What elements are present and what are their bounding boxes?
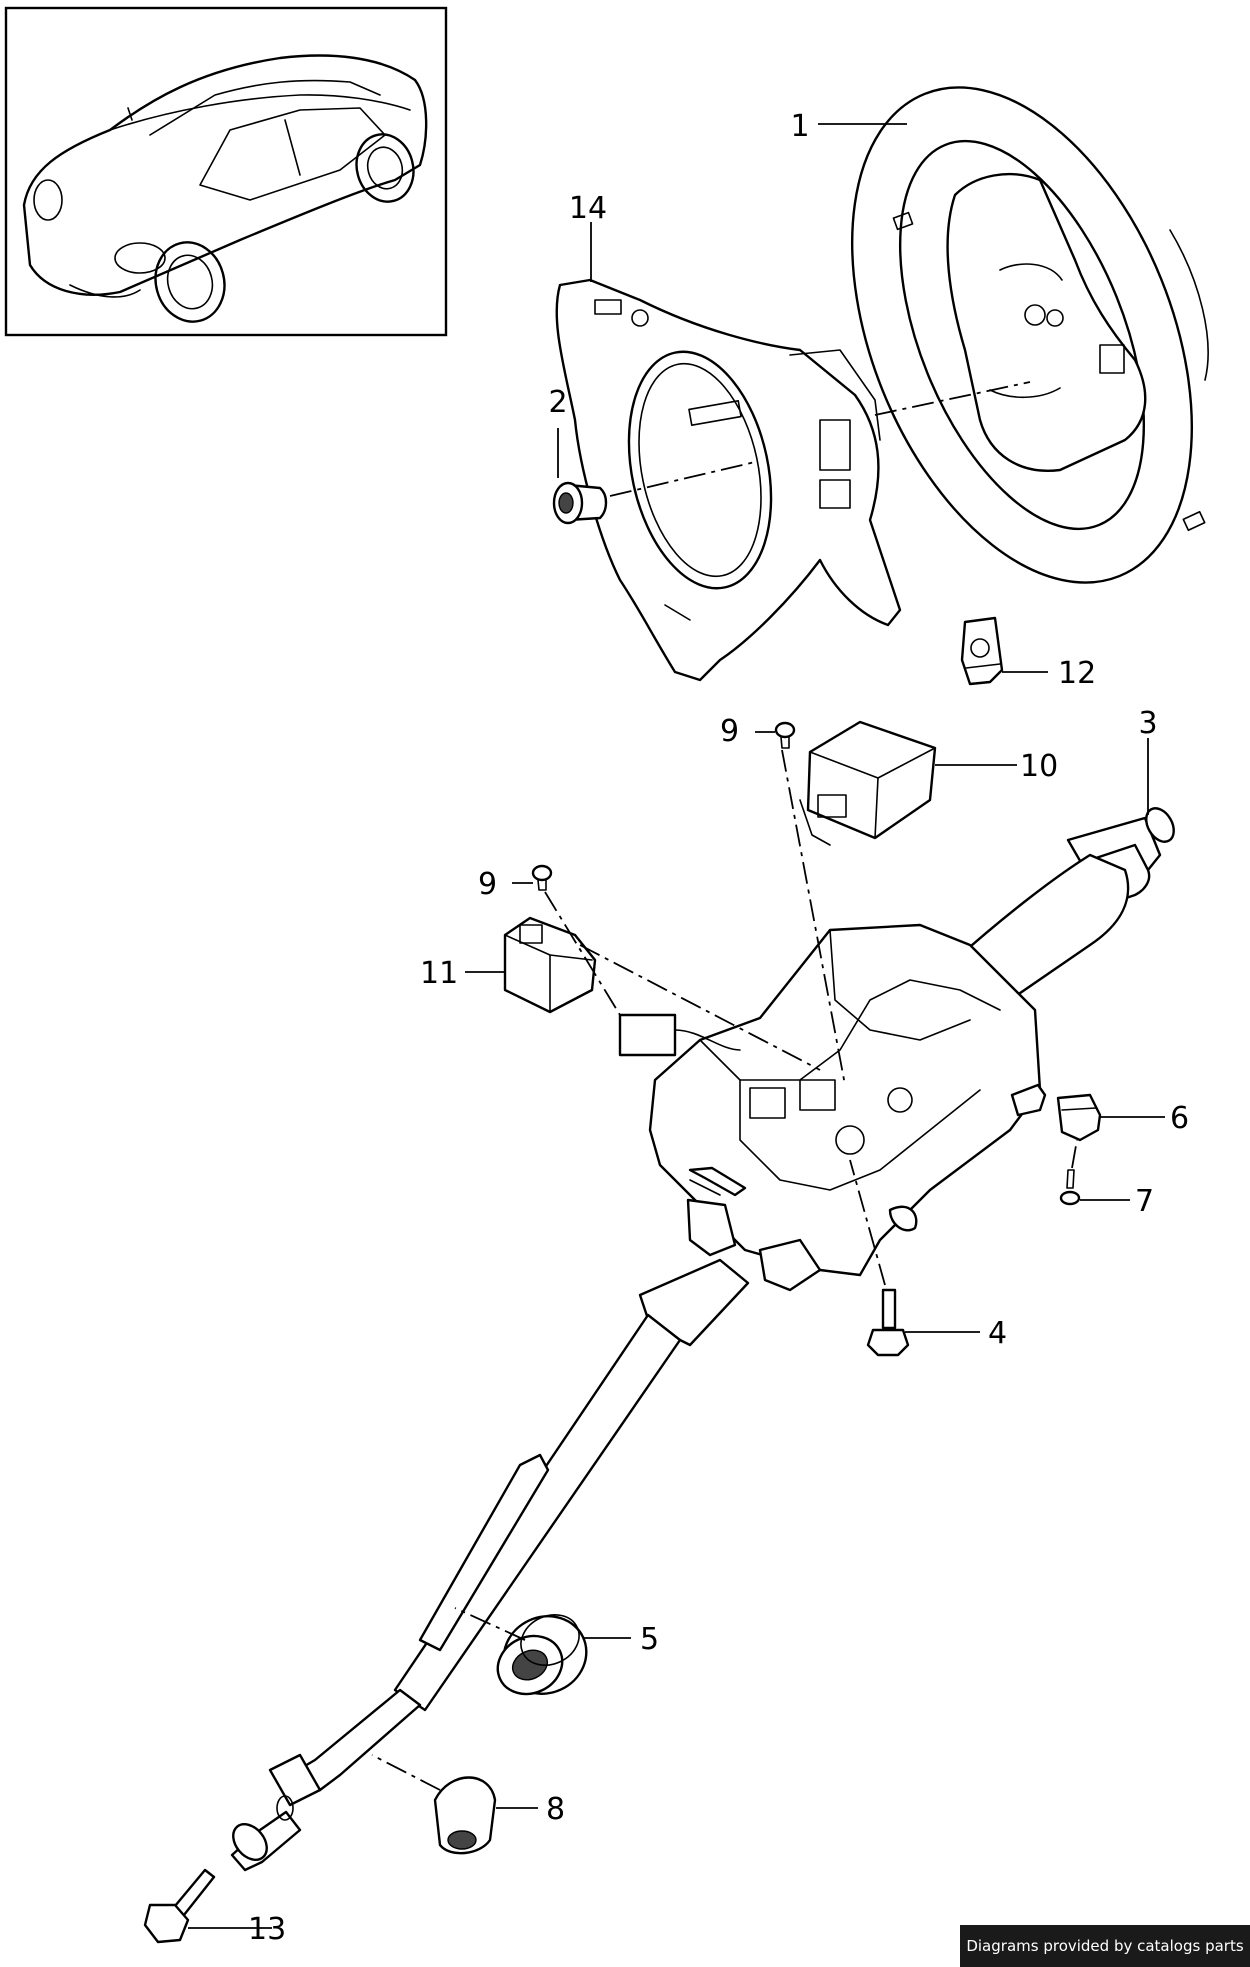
callout-4: 4 [988,1316,1007,1351]
module-part-11 [503,916,597,1014]
bolt-part-13 [143,1868,216,1944]
vehicle-thumbnail [4,6,448,337]
callout-8: 8 [546,1792,565,1827]
bushing-part-5 [496,1614,588,1696]
control-module-part-10 [799,720,937,846]
callout-7: 7 [1135,1184,1154,1219]
callout-labels: 1 2 3 4 5 6 7 8 9 9 10 11 12 13 14 [248,109,1189,1947]
callout-6: 6 [1170,1101,1189,1136]
callout-11: 11 [420,956,458,991]
callout-5: 5 [640,1622,659,1657]
credit-banner: Diagrams provided by catalogs parts [960,1925,1250,1967]
callout-12: 12 [1058,656,1096,691]
callout-2: 2 [548,385,567,420]
screw-part-7 [1059,1169,1081,1206]
callout-9-lower: 9 [478,867,497,902]
steering-wheel [851,86,1209,584]
screw-part-9-lower [531,864,553,891]
boot-part-8 [433,1776,497,1855]
bolt-part-2 [552,481,608,525]
bolt-part-4 [866,1288,910,1357]
callout-3: 3 [1138,706,1157,741]
leader-lines [188,123,1165,1929]
clip-part-12 [960,616,1004,686]
callout-13: 13 [248,1912,286,1947]
callout-1: 1 [790,109,809,144]
steering-column-assembly [230,807,1175,1872]
callout-9-upper: 9 [720,714,739,749]
callout-10: 10 [1020,749,1058,784]
callout-14: 14 [569,191,607,226]
screw-part-9-upper [774,721,796,749]
steering-wheel-trim-cover [555,278,902,682]
assembly-guide-lines [371,381,1078,1791]
cover-part-6 [1056,1093,1102,1142]
